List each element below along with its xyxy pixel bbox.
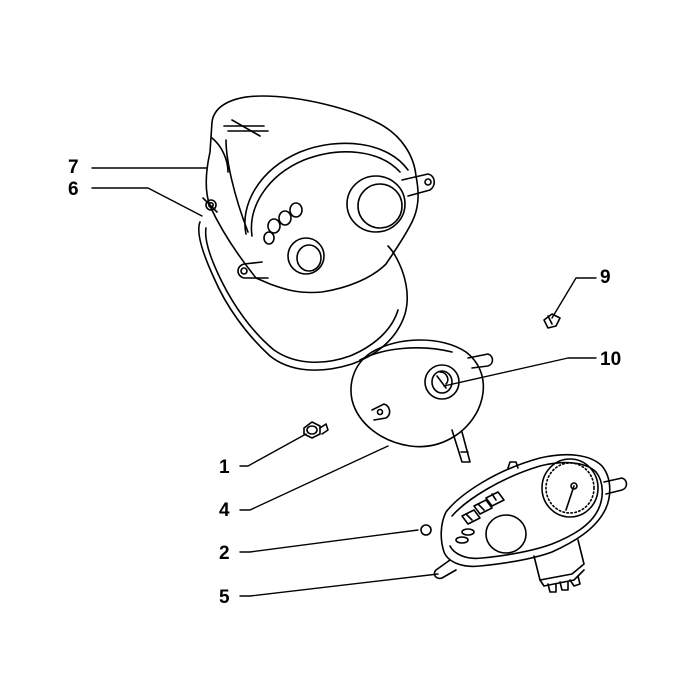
leader-line-10 [443,357,597,387]
callout-2: 2 [219,543,230,564]
leader-line-4 [239,445,389,511]
leader-line-2 [239,529,419,553]
leader-line-9 [551,277,597,319]
leader-line-6 [91,187,203,217]
callout-10: 10 [600,349,622,370]
callout-6: 6 [68,179,79,200]
leader-lines [91,167,597,597]
small-bulb [420,524,432,536]
callout-7: 7 [68,157,79,178]
front-headset-cover [202,95,436,294]
screw [303,421,329,439]
callout-9: 9 [600,267,611,288]
leader-line-5 [239,573,439,597]
callout-4: 4 [219,500,230,521]
instrument-cluster [433,453,628,593]
leader-line-1 [239,433,307,467]
callout-5: 5 [219,587,230,608]
bulb-holder-housing [350,339,494,463]
rear-cover-plate [198,221,408,371]
small-clip [543,313,561,329]
callout-1: 1 [219,457,230,478]
